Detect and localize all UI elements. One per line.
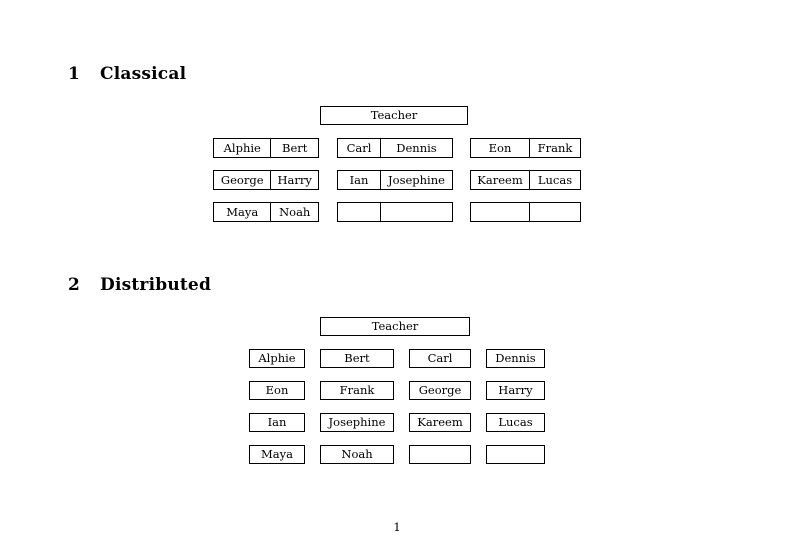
table-row: Kareem Lucas [470, 170, 581, 190]
classical-group-1: Alphie Bert George Harry Maya Noah [212, 138, 319, 222]
section-number: 2 [68, 275, 81, 295]
table-row [470, 202, 581, 222]
cell-student-empty [529, 202, 581, 222]
section-title: Classical [100, 64, 187, 84]
cell-student: Frank [320, 381, 394, 400]
section-heading-distributed: 2 Distributed [68, 275, 211, 295]
section-title: Distributed [100, 275, 212, 295]
page-number: 1 [393, 520, 401, 534]
cell-student: Maya [212, 202, 272, 222]
cell-student: Josephine [320, 413, 394, 432]
cell-student: Eon [249, 381, 305, 400]
cell-student: Harry [270, 170, 319, 190]
table-row: Maya Noah [212, 202, 319, 222]
cell-student: Noah [320, 445, 394, 464]
cell-student: Bert [320, 349, 394, 368]
cell-student: Bert [270, 138, 319, 158]
cell-student: Ian [249, 413, 305, 432]
cell-student-empty [409, 445, 471, 464]
cell-student: Harry [486, 381, 545, 400]
row-spacer [471, 190, 581, 203]
cell-student: Josephine [380, 170, 453, 190]
cell-student: Dennis [380, 138, 453, 158]
table-row: George Harry [212, 170, 319, 190]
cell-student: Maya [249, 445, 305, 464]
cell-student: Carl [337, 138, 381, 158]
cell-student: Lucas [529, 170, 581, 190]
row-spacer [214, 190, 319, 203]
row-spacer [214, 158, 319, 171]
cell-student: Carl [409, 349, 471, 368]
classical-group-2: Carl Dennis Ian Josephine [337, 138, 453, 222]
cell-student: George [409, 381, 471, 400]
classical-teacher-box: Teacher [320, 106, 468, 125]
cell-student: Noah [270, 202, 319, 222]
table-row [337, 202, 453, 222]
table-row: Alphie Bert [212, 138, 319, 158]
cell-student: Frank [529, 138, 581, 158]
cell-student: Alphie [212, 138, 272, 158]
row-spacer [338, 190, 453, 203]
cell-student: Kareem [470, 170, 530, 190]
cell-student: Ian [337, 170, 381, 190]
cell-student-empty [486, 445, 545, 464]
classical-group-3: Eon Frank Kareem Lucas [470, 138, 581, 222]
row-spacer [338, 158, 453, 171]
cell-student: Alphie [249, 349, 305, 368]
cell-student: George [212, 170, 272, 190]
section-heading-classical: 1 Classical [68, 64, 186, 84]
distributed-teacher-box: Teacher [320, 317, 470, 336]
cell-student: Kareem [409, 413, 471, 432]
section-number: 1 [68, 64, 81, 84]
cell-student: Lucas [486, 413, 545, 432]
cell-student-empty [337, 202, 381, 222]
table-row: Carl Dennis [337, 138, 453, 158]
cell-student: Dennis [486, 349, 545, 368]
cell-student: Eon [470, 138, 530, 158]
table-row: Ian Josephine [337, 170, 453, 190]
row-spacer [471, 158, 581, 171]
cell-student-empty [380, 202, 453, 222]
cell-student-empty [470, 202, 530, 222]
table-row: Eon Frank [470, 138, 581, 158]
